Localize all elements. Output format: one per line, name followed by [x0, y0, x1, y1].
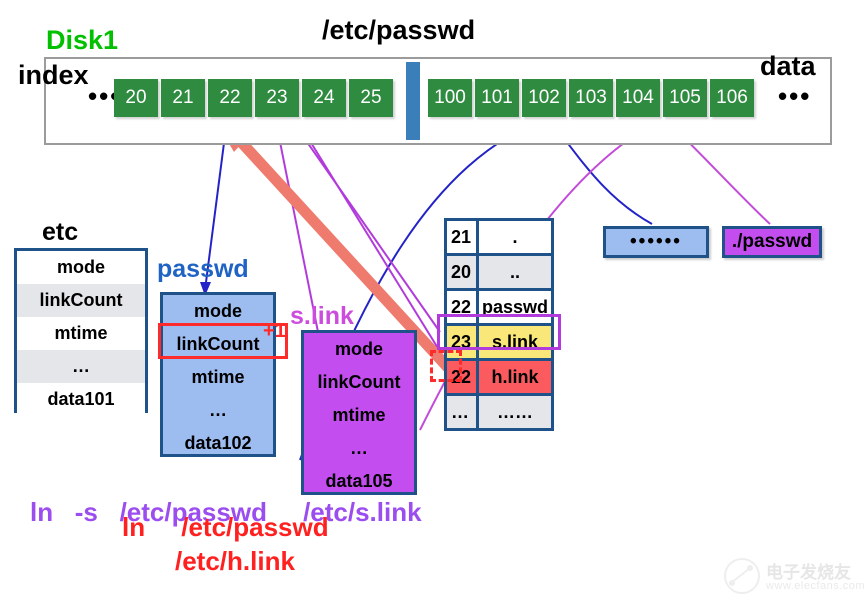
index-block-23[interactable]: 23 — [255, 79, 299, 117]
etc-inode-field-4: data101 — [17, 383, 145, 416]
table-row[interactable]: 21. — [447, 221, 551, 253]
slink-inode-label: s.link — [290, 302, 354, 330]
symlink-command: ln -s /etc/passwd /etc/s.link — [30, 497, 422, 527]
table-row[interactable]: 20.. — [447, 253, 551, 288]
data-block-104[interactable]: 104 — [616, 79, 660, 117]
dir-entry-inode: 23 — [447, 326, 479, 358]
data-block-102[interactable]: 102 — [522, 79, 566, 117]
passwd-inode-field-0: mode — [193, 301, 242, 321]
data-block-106[interactable]: 106 — [710, 79, 754, 117]
linkcount-increment-label: +1 — [263, 320, 286, 342]
wire-slinkrow-to-block23 — [285, 111, 441, 333]
page-title: /etc/passwd — [322, 15, 476, 45]
index-block-20[interactable]: 20 — [114, 79, 158, 117]
dir-entry-inode: 21 — [447, 221, 479, 253]
data-block-100[interactable]: 100 — [428, 79, 472, 117]
table-row[interactable]: 23 s.link — [447, 323, 551, 358]
index-area-label: index — [18, 60, 89, 90]
dir-entry-name: …… — [497, 401, 533, 422]
dir-entry-name: . — [512, 226, 518, 247]
slink-inode-field-1: linkCount — [317, 372, 401, 392]
dir-entry-name: h.link — [491, 366, 539, 387]
hlink-inode-highlight — [430, 350, 462, 382]
dir-entry-inode: … — [447, 396, 479, 428]
slink-inode-field-0: mode — [334, 339, 383, 359]
dir-entry-name: .. — [509, 261, 520, 282]
disk-separator-bar — [406, 62, 420, 140]
etc-inode-field-2: mtime — [17, 317, 145, 350]
etc-inode-field-3: … — [17, 350, 145, 383]
passwd-inode[interactable]: mode linkCount mtime … data102 — [160, 292, 276, 457]
data-block-101[interactable]: 101 — [475, 79, 519, 117]
linkcount-highlight — [158, 323, 288, 359]
passwd-inode-field-1: linkCount — [176, 334, 260, 354]
watermark-text: 电子发烧友 — [766, 563, 851, 583]
disk-label: Disk1 — [46, 25, 119, 55]
data-block-105[interactable]: 105 — [663, 79, 707, 117]
etc-inode-field-0: mode — [17, 251, 145, 284]
index-block-21[interactable]: 21 — [161, 79, 205, 117]
hardlink-command-line1: ln /etc/passwd — [122, 512, 329, 542]
index-block-25[interactable]: 25 — [349, 79, 393, 117]
etc-inode-field-1: linkCount — [17, 284, 145, 317]
data-block-103[interactable]: 103 — [569, 79, 613, 117]
hardlink-command-line2: /etc/h.link — [175, 546, 295, 576]
dir-entry-inode: 22 — [447, 291, 479, 323]
index-block-22[interactable]: 22 — [208, 79, 252, 117]
data-ellipsis: ••• — [778, 81, 812, 111]
dir-entry-inode: 20 — [447, 256, 479, 288]
dir-entry-name: passwd — [481, 296, 549, 317]
etc-inode-label: etc — [42, 218, 79, 246]
passwd-inode-field-4: data102 — [184, 433, 252, 453]
data-block-102[interactable]: •••••• — [603, 226, 709, 258]
slink-inode-field-2: mtime — [332, 405, 386, 425]
slink-inode[interactable]: mode linkCount mtime … data105 — [301, 330, 417, 495]
index-block-24[interactable]: 24 — [302, 79, 346, 117]
table-row[interactable]: ……… — [447, 393, 551, 428]
passwd-inode-label: passwd — [157, 255, 249, 283]
watermark-url: www.elecfans.com — [766, 580, 866, 592]
watermark: 电子发烧友 www.elecfans.com — [722, 556, 865, 604]
data-block-105[interactable]: ./passwd — [722, 226, 822, 258]
passwd-inode-field-2: mtime — [191, 367, 245, 387]
slink-inode-field-3: … — [350, 438, 368, 458]
watermark-logo-icon — [724, 558, 760, 594]
slink-row-highlight — [437, 314, 561, 350]
slink-inode-field-4: data105 — [325, 471, 393, 491]
data-area-label: data — [760, 51, 816, 81]
dir-entry-name: s.link — [491, 331, 539, 352]
passwd-inode-field-3: … — [209, 400, 227, 420]
wire-block23-to-slink-label — [273, 111, 319, 333]
